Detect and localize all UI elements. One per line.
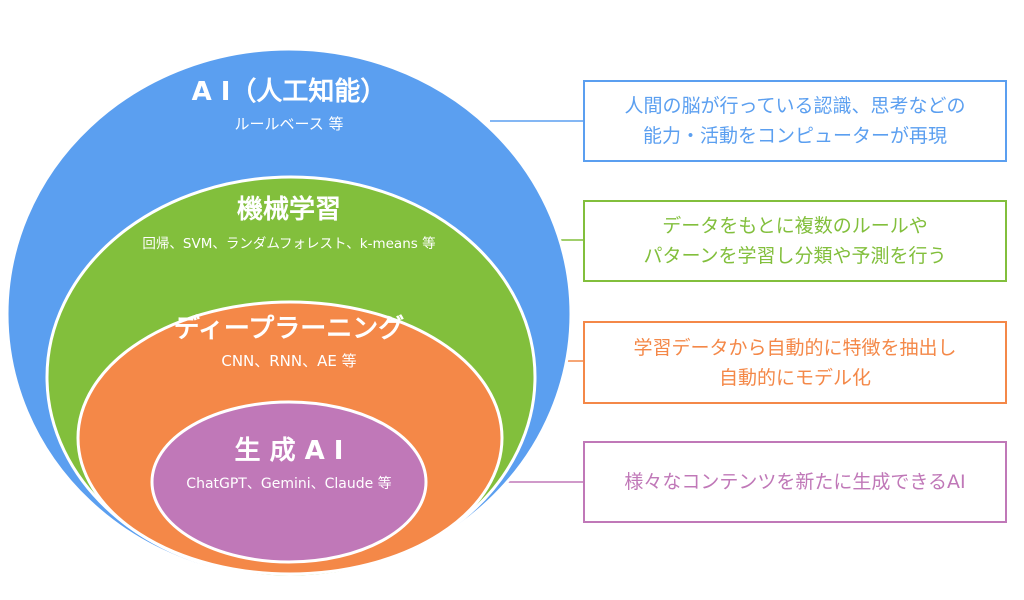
- callout-generative-ai: 様々なコンテンツを新たに生成できるAI: [583, 441, 1007, 523]
- label-gen-subtitle: ChatGPT、Gemini、Claude 等: [186, 475, 391, 492]
- label-ai-subtitle: ルールベース 等: [234, 115, 343, 133]
- label-dl-title: ディープラーニング: [174, 313, 405, 344]
- label-ml-title: 機械学習: [237, 194, 341, 225]
- callout-ml-line-2: パターンを学習し分類や予測を行う: [643, 245, 947, 267]
- callout-deep-learning: 学習データから自動的に特徴を抽出し 自動的にモデル化: [583, 321, 1007, 404]
- ellipse-generative-ai: [150, 400, 428, 564]
- label-dl-subtitle: CNN、RNN、AE 等: [221, 352, 356, 370]
- callout-dl-line-1: 学習データから自動的に特徴を抽出し: [633, 336, 957, 359]
- callout-ai-line-1: 人間の脳が行っている認識、思考などの: [624, 95, 966, 117]
- label-ai-title: A I（人工知能）: [192, 76, 387, 107]
- callout-machine-learning: データをもとに複数のルールや パターンを学習し分類や予測を行う: [583, 200, 1007, 282]
- callout-ai-line-2: 能力・活動をコンピューターが再現: [642, 125, 947, 147]
- callout-ai: 人間の脳が行っている認識、思考などの 能力・活動をコンピューターが再現: [583, 80, 1007, 162]
- label-gen-title: 生 成 A I: [235, 436, 344, 466]
- callout-gen-line-1: 様々なコンテンツを新たに生成できるAI: [624, 471, 966, 493]
- label-ml-subtitle: 回帰、SVM、ランダムフォレスト、k-means 等: [142, 235, 435, 252]
- callout-ml-line-1: データをもとに複数のルールや: [662, 215, 928, 237]
- callout-dl-line-2: 自動的にモデル化: [718, 366, 871, 389]
